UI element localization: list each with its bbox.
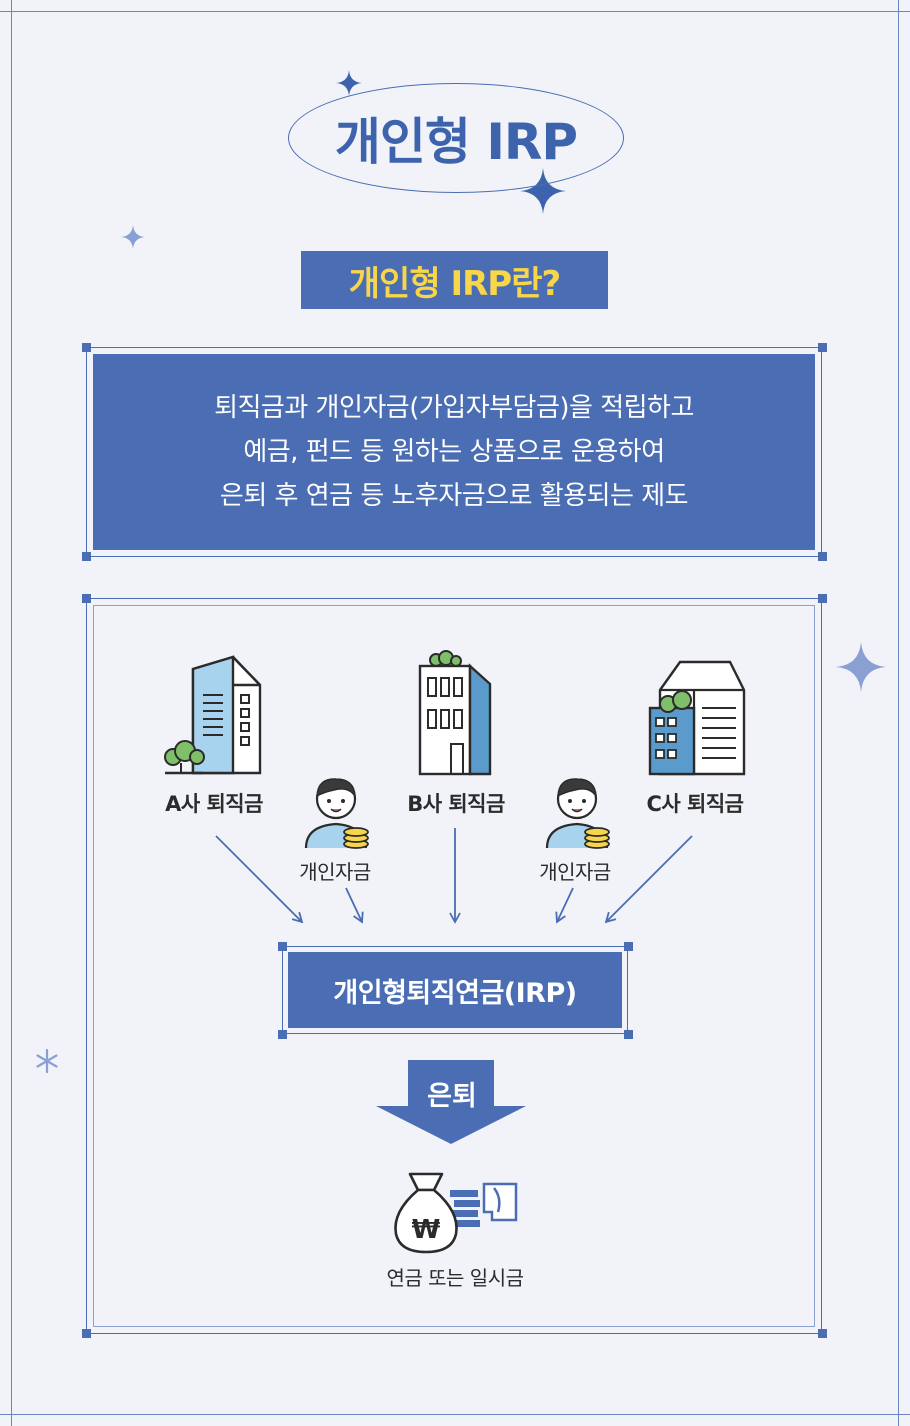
subtitle: 개인형 IRP란? xyxy=(348,263,561,304)
frame-line-bottom xyxy=(0,1414,910,1415)
sparkle-icon xyxy=(121,225,145,249)
irp-account-box: 개인형퇴직연금(IRP) xyxy=(288,952,622,1028)
money-bag-icon: ₩ xyxy=(394,1172,518,1254)
frame-line-right xyxy=(898,0,899,1426)
result-label: 연금 또는 일시금 xyxy=(386,1266,524,1290)
title-oval xyxy=(288,83,624,193)
arrow-personal-2 xyxy=(555,887,574,924)
definition-line-1: 퇴직금과 개인자금(가입자부담금)을 적립하고 xyxy=(214,393,694,423)
sparkle-icon xyxy=(836,642,886,692)
corner-marker xyxy=(818,343,827,352)
flow-frame xyxy=(86,598,822,1334)
corner-marker xyxy=(624,1030,633,1039)
corner-marker xyxy=(82,594,91,603)
retirement-label: 은퇴 xyxy=(427,1080,477,1112)
building-b-icon xyxy=(418,650,492,776)
corner-marker xyxy=(818,594,827,603)
company-c-label: C사 퇴직금 xyxy=(646,792,744,816)
asterisk-icon xyxy=(36,1048,58,1074)
page-title: 개인형 IRP xyxy=(334,113,578,171)
company-b-label: B사 퇴직금 xyxy=(407,792,505,816)
frame-line-top xyxy=(0,11,910,12)
sparkle-icon xyxy=(336,70,362,96)
flow-inner-frame xyxy=(93,605,815,1327)
person-coin-icon xyxy=(545,778,610,849)
corner-marker xyxy=(82,552,91,561)
building-c-icon xyxy=(648,660,746,776)
personal-fund-1-label: 개인자금 xyxy=(299,860,371,884)
subtitle-box: 개인형 IRP란? xyxy=(301,251,608,309)
definition-line-2: 예금, 펀드 등 원하는 상품으로 운용하여 xyxy=(243,437,665,467)
arrow-personal-1 xyxy=(345,887,364,924)
corner-marker xyxy=(82,1329,91,1338)
personal-fund-2-label: 개인자금 xyxy=(539,860,611,884)
corner-marker xyxy=(624,942,633,951)
irp-frame xyxy=(282,946,628,1034)
corner-marker xyxy=(818,1329,827,1338)
definition-line-3: 은퇴 후 연금 등 노후자금으로 활용되는 제도 xyxy=(219,481,689,511)
arrow-c xyxy=(604,835,693,924)
corner-marker xyxy=(82,343,91,352)
sparkle-icon xyxy=(520,168,566,214)
company-a-label: A사 퇴직금 xyxy=(165,792,263,816)
frame-line-left xyxy=(11,0,12,1426)
arrow-a xyxy=(215,835,304,924)
corner-marker xyxy=(818,552,827,561)
definition-frame xyxy=(86,347,822,557)
retirement-arrow xyxy=(376,1060,526,1144)
building-a-icon xyxy=(164,655,262,775)
person-coin-icon xyxy=(304,778,369,849)
corner-marker xyxy=(278,942,287,951)
definition-box: 퇴직금과 개인자금(가입자부담금)을 적립하고 예금, 펀드 등 원하는 상품으… xyxy=(93,354,815,550)
money-symbol: ₩ xyxy=(412,1215,441,1245)
corner-marker xyxy=(278,1030,287,1039)
